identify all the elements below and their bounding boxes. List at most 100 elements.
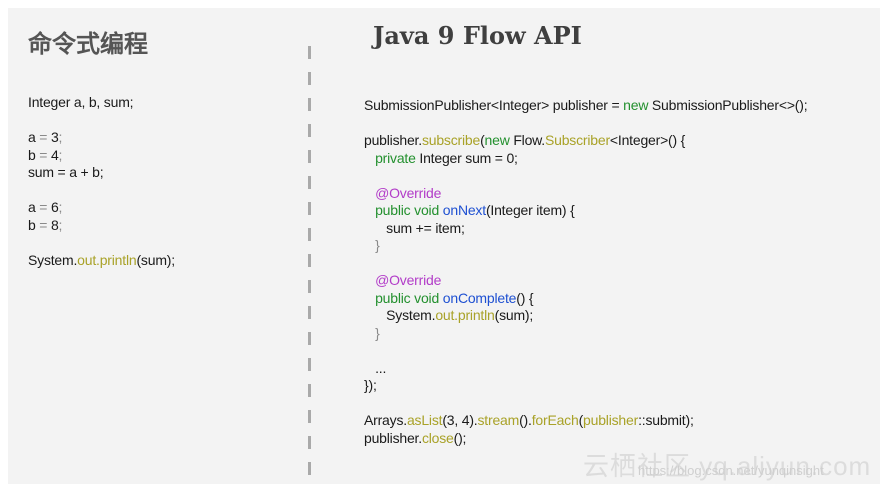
code-line: sum = a + b; [28, 164, 175, 182]
code-token [364, 290, 375, 306]
code-token [364, 272, 375, 288]
code-token: SubmissionPublisher<Integer> publisher = [364, 97, 624, 113]
code-line: }); [364, 377, 807, 395]
code-line: @Override [364, 272, 807, 290]
code-token: } [364, 237, 380, 253]
code-token: ; [58, 129, 63, 145]
code-token: = [35, 129, 51, 145]
imperative-title: 命令式编程 [28, 30, 148, 58]
code-token: ( [578, 412, 584, 428]
code-token: <Integer>() { [609, 132, 686, 148]
code-token: ; [58, 146, 63, 163]
code-token: sum += item; [364, 219, 465, 236]
code-token: asList [406, 412, 443, 428]
code-token: new [623, 97, 649, 113]
code-line: private Integer sum = 0; [364, 150, 807, 168]
flow-api-code-block: SubmissionPublisher<Integer> publisher =… [364, 97, 808, 448]
code-token: 8 [50, 216, 59, 233]
code-token: close [421, 429, 454, 446]
code-line: a = 6; [28, 199, 175, 217]
code-token: stream [477, 412, 520, 428]
code-token: SubmissionPublisher<>(); [648, 97, 808, 113]
code-token: publisher. [364, 132, 422, 148]
code-line: a = 3; [28, 129, 175, 147]
code-line [364, 342, 807, 360]
code-line: publisher.close(); [364, 430, 807, 448]
code-token: subscribe [421, 132, 481, 148]
code-token: sum = a + b; [28, 164, 104, 180]
code-token: Arrays. [364, 412, 407, 428]
watermark-logo: 云栖社区 yq.aliyun.com [583, 451, 872, 481]
code-token: public [375, 202, 411, 218]
code-line: @Override [364, 185, 807, 203]
code-line [364, 395, 807, 413]
code-token: @Override [375, 184, 442, 201]
code-token: ( [480, 132, 485, 148]
code-token: 4 [50, 146, 59, 163]
code-line: SubmissionPublisher<Integer> publisher =… [364, 97, 808, 115]
imperative-code-block: Integer a, b, sum;a = 3;b = 4;sum = a + … [28, 94, 175, 269]
code-line [28, 182, 175, 200]
code-token: onComplete [442, 289, 517, 306]
code-token: ... [364, 359, 387, 376]
code-token: (). [519, 412, 532, 428]
code-token: private [375, 149, 416, 166]
code-line: sum += item; [364, 220, 807, 238]
code-line: public void onComplete() { [364, 290, 807, 308]
code-token: (Integer item) { [485, 202, 575, 218]
code-token: void [414, 289, 440, 306]
code-token: Flow. [509, 132, 545, 148]
column-divider [308, 46, 311, 476]
code-token: new [484, 132, 510, 148]
code-token: (sum); [494, 307, 534, 323]
code-token: Integer sum = 0; [415, 149, 518, 166]
code-token: (3, 4). [442, 412, 478, 428]
code-token: forEach [531, 412, 579, 428]
code-line: } [364, 325, 807, 343]
code-line [28, 112, 175, 130]
code-token: 3 [50, 129, 59, 145]
code-token [364, 185, 375, 201]
code-line [28, 234, 175, 252]
code-token: System. [28, 251, 78, 268]
code-line: Integer a, b, sum; [28, 94, 175, 112]
code-token: ; [58, 199, 63, 215]
code-line: } [364, 237, 807, 255]
code-line [364, 167, 807, 185]
code-line: System.out.println(sum); [28, 252, 175, 270]
code-token: 6 [50, 199, 59, 215]
code-token: publisher. [364, 429, 422, 446]
code-token: = [35, 216, 51, 233]
flow-api-title: Java 9 Flow API [373, 21, 582, 50]
code-token: Integer a, b, sum; [28, 94, 134, 110]
code-token: @Override [375, 272, 442, 288]
code-token: a [28, 199, 36, 215]
slide: 命令式编程 Java 9 Flow API Integer a, b, sum;… [8, 8, 880, 484]
code-token: = [35, 146, 51, 163]
code-token: out.println [77, 251, 137, 268]
code-token: } [364, 324, 380, 341]
code-token [364, 150, 375, 166]
code-line [364, 255, 807, 273]
code-token: publisher [583, 412, 639, 428]
code-token: Subscriber [545, 132, 610, 148]
watermark-url: https://blog.csdn.net/yunqinsight [638, 463, 824, 478]
code-token: (); [453, 429, 467, 446]
code-line: publisher.subscribe(new Flow.Subscriber<… [364, 132, 807, 150]
code-token: () { [516, 289, 534, 306]
code-token: = [35, 199, 51, 215]
code-line: b = 4; [28, 147, 175, 165]
code-token: System. [364, 307, 436, 323]
code-token: out.println [435, 307, 495, 323]
code-line: ... [364, 360, 807, 378]
code-token: ::submit); [638, 412, 694, 428]
code-line: System.out.println(sum); [364, 307, 807, 325]
code-token: ; [58, 216, 63, 233]
code-token: b [28, 216, 36, 233]
code-token: onNext [442, 202, 486, 218]
code-token: }); [364, 377, 377, 393]
code-line: Arrays.asList(3, 4).stream().forEach(pub… [364, 412, 807, 430]
code-line [364, 115, 807, 133]
code-line: public void onNext(Integer item) { [364, 202, 807, 220]
code-token: void [414, 202, 440, 218]
